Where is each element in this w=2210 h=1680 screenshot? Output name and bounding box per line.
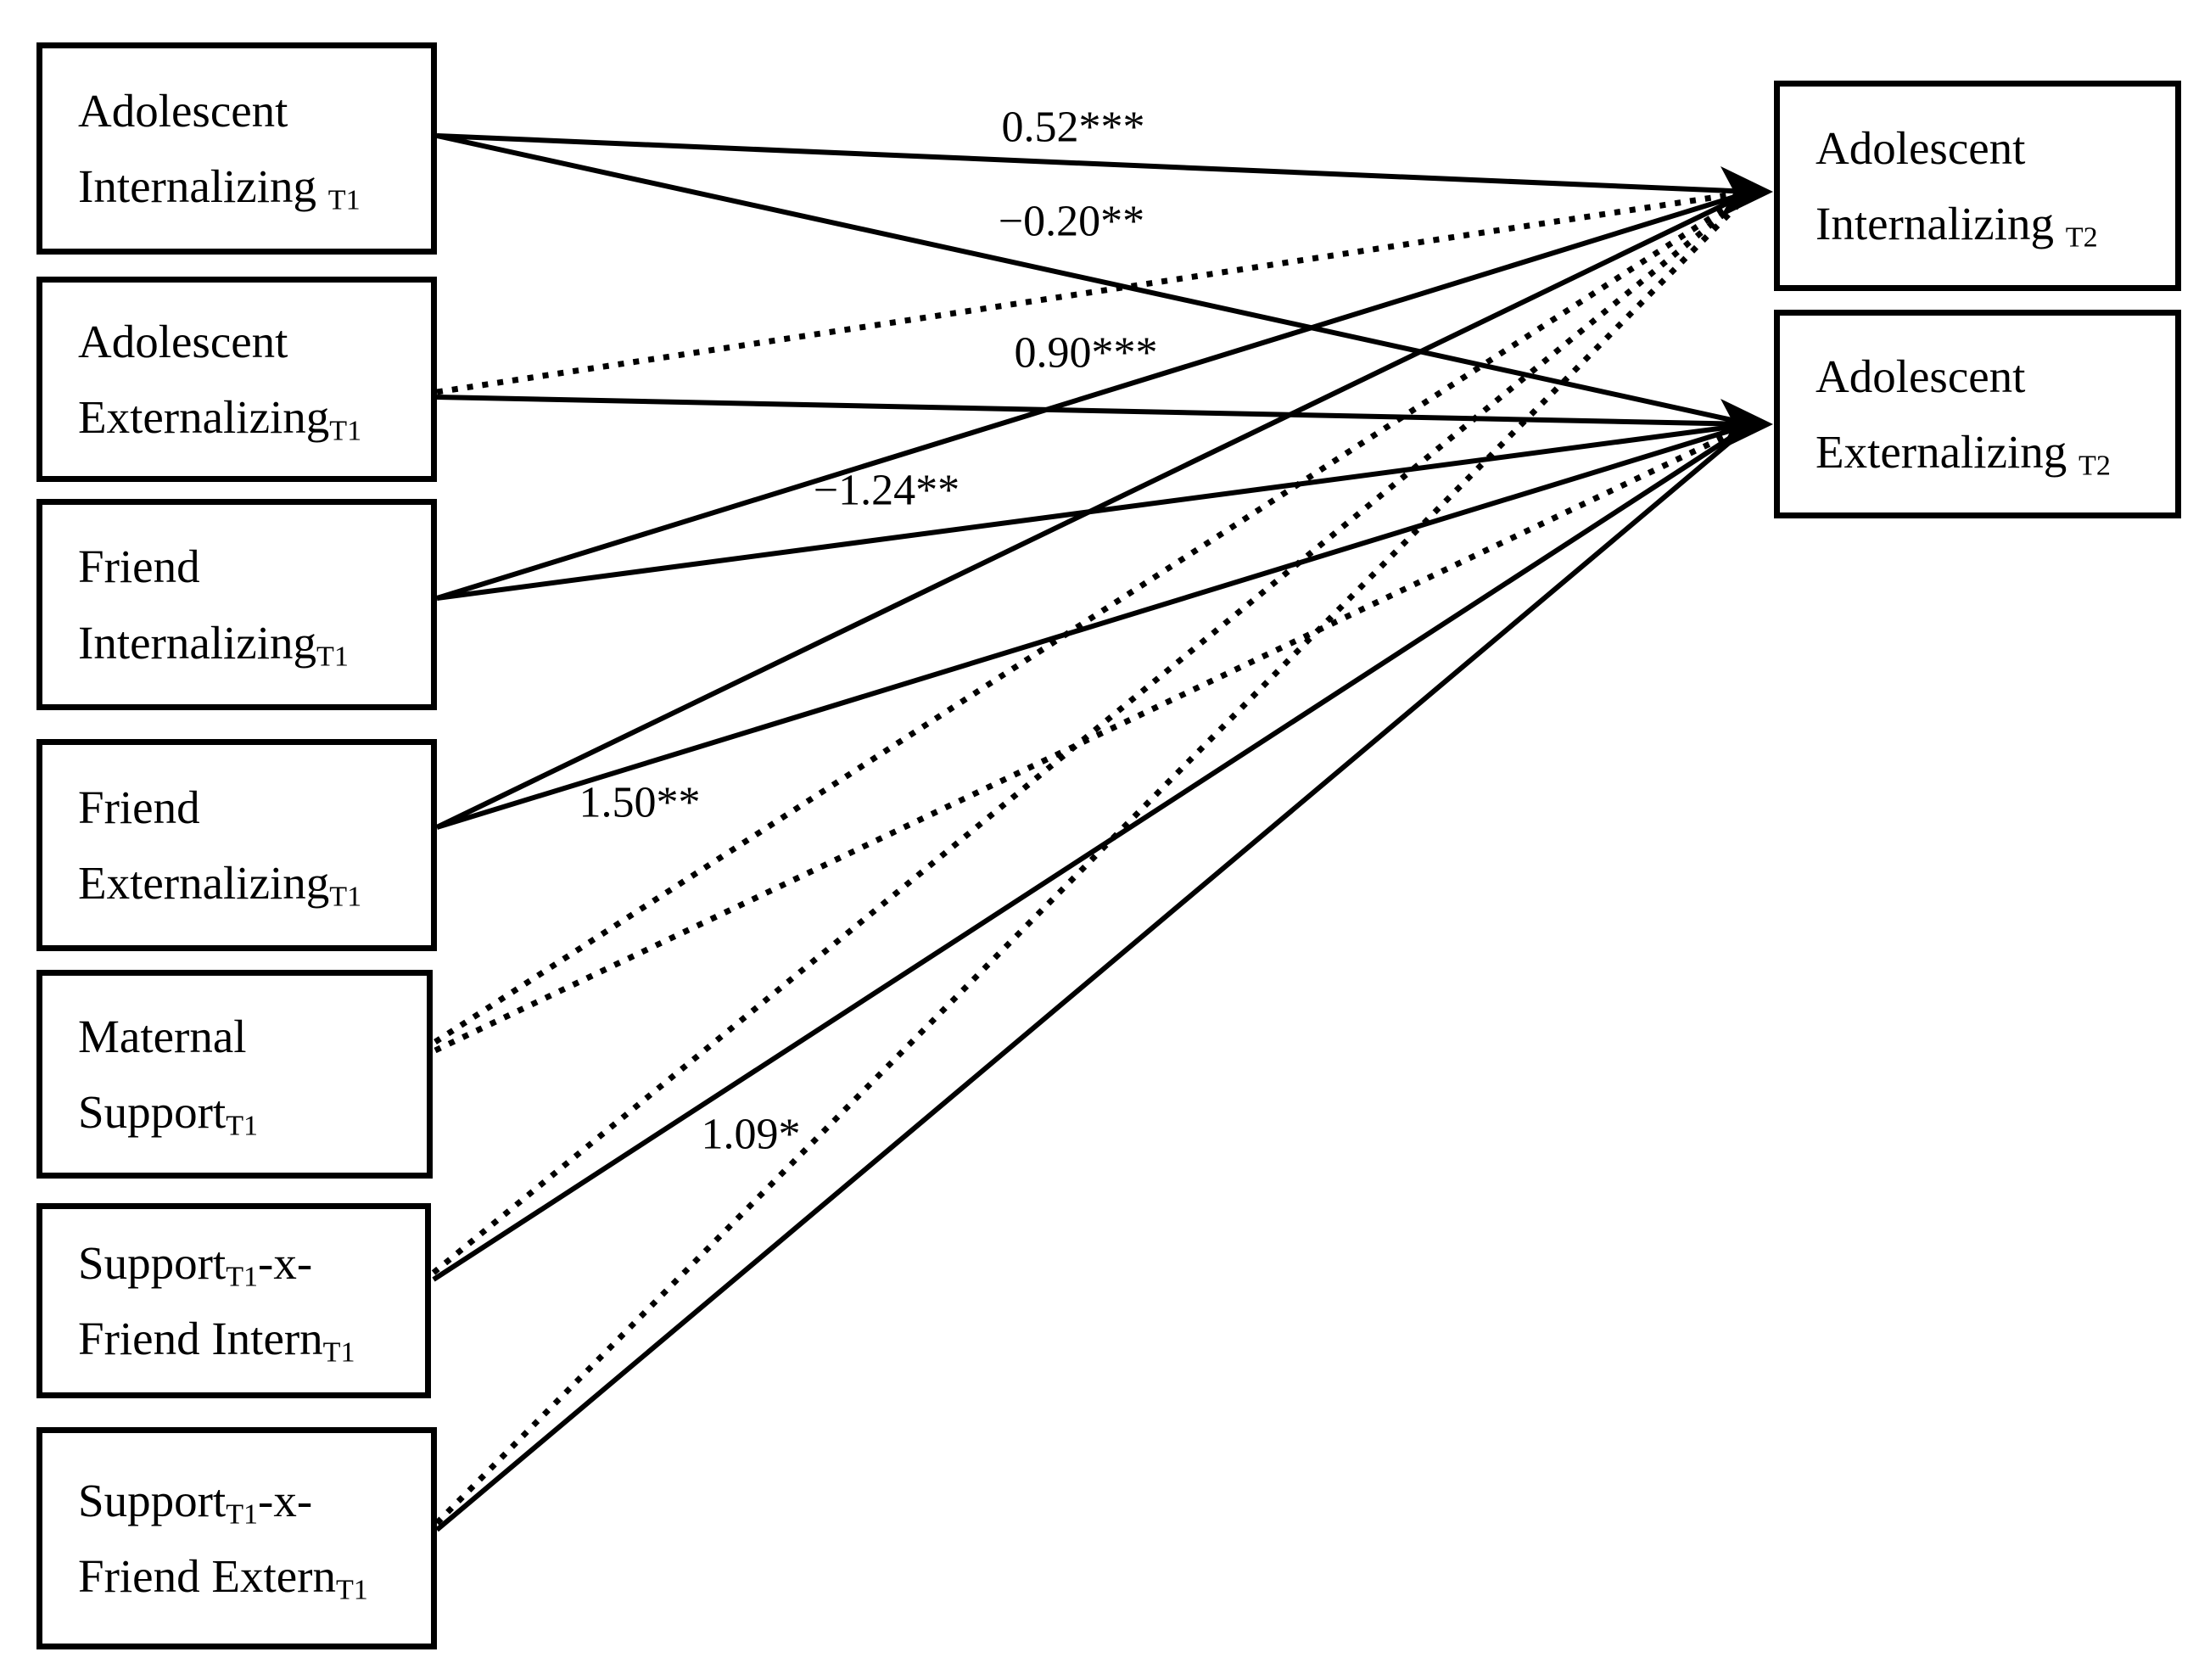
arrowhead-into-adolescent-internalizing-t2 xyxy=(1720,166,1773,217)
path-support-x-friend-extern-t1-to-adolescent-internalizing-t2 xyxy=(434,189,1754,1526)
box-label: Adolescent Internalizing T2 xyxy=(1780,110,2098,261)
coefficient-label-support-x-friend-intern-t1-to-adolescent-externalizing-t2: 1.09* xyxy=(701,1110,801,1159)
subscript: T2 xyxy=(2065,221,2098,254)
box-label-line2: Internalizing xyxy=(78,616,316,669)
box-label: Adolescent Externalizing T2 xyxy=(1780,339,2111,490)
subscript: T1 xyxy=(316,641,349,673)
box-label-line2: Support xyxy=(78,1086,227,1138)
box-label-line1: Adolescent xyxy=(78,315,288,367)
path-maternal-support-t1-to-adolescent-externalizing-t2 xyxy=(434,421,1753,1054)
subscript: T1 xyxy=(226,1498,259,1531)
box-label: Friend InternalizingT1 xyxy=(42,529,349,680)
coefficient-label-adolescent-externalizing-t1-to-adolescent-externalizing-t2: 0.90*** xyxy=(1014,328,1158,378)
path-maternal-support-t1-to-adolescent-internalizing-t2 xyxy=(434,189,1753,1044)
path-support-x-friend-intern-t1-to-adolescent-externalizing-t2 xyxy=(432,422,1753,1282)
box-label-line2: Internalizing xyxy=(78,160,328,212)
box-label-line2: Externalizing xyxy=(78,857,330,909)
box-label-line1: Friend xyxy=(78,781,200,833)
box-label-line1: Maternal xyxy=(78,1010,247,1062)
coefficient-label-friend-externalizing-t1-to-adolescent-externalizing-t2: 1.50** xyxy=(579,778,701,827)
subscript: T1 xyxy=(329,415,362,447)
box-label-line1: Adolescent xyxy=(1816,121,2026,174)
box-label: Adolescent ExternalizingT1 xyxy=(42,304,361,455)
box-label-line1: Adolescent xyxy=(1816,350,2026,402)
subscript: T1 xyxy=(327,184,361,216)
box-adolescent-externalizing-t1: Adolescent ExternalizingT1 xyxy=(36,277,437,482)
box-maternal-support-t1: Maternal SupportT1 xyxy=(36,970,433,1179)
box-friend-internalizing-t1: Friend InternalizingT1 xyxy=(36,499,437,710)
box-label-line1: Support xyxy=(78,1236,227,1289)
subscript: T1 xyxy=(226,1261,259,1293)
path-adolescent-internalizing-t1-to-adolescent-externalizing-t2 xyxy=(436,133,1752,427)
subscript: T2 xyxy=(2079,450,2111,482)
path-friend-externalizing-t1-to-adolescent-externalizing-t2 xyxy=(436,422,1752,830)
box-adolescent-externalizing-t2: Adolescent Externalizing T2 xyxy=(1774,310,2181,518)
path-adolescent-externalizing-t1-to-adolescent-externalizing-t2 xyxy=(436,395,1752,427)
subscript: T1 xyxy=(329,881,362,913)
subscript: T1 xyxy=(335,1574,368,1606)
box-label: Adolescent Internalizing T1 xyxy=(42,73,361,224)
path-friend-externalizing-t1-to-adolescent-internalizing-t2 xyxy=(435,189,1753,830)
box-support-x-friend-extern-t1: SupportT1-x- Friend ExternT1 xyxy=(36,1427,437,1649)
box-label-line1: Adolescent xyxy=(78,84,288,137)
box-label: SupportT1-x- Friend ExternT1 xyxy=(78,1474,368,1606)
box-adolescent-internalizing-t2: Adolescent Internalizing T2 xyxy=(1774,81,2181,291)
box-label: Maternal SupportT1 xyxy=(42,999,258,1150)
path-adolescent-internalizing-t1-to-adolescent-internalizing-t2 xyxy=(436,133,1752,194)
path-support-x-friend-extern-t1-to-adolescent-externalizing-t2 xyxy=(435,422,1753,1532)
path-friend-internalizing-t1-to-adolescent-internalizing-t2 xyxy=(436,189,1752,601)
box-label-line2: Externalizing xyxy=(78,391,330,443)
box-label: SupportT1-x- Friend InternT1 xyxy=(78,1236,355,1369)
coefficient-label-adolescent-internalizing-t1-to-adolescent-internalizing-t2: 0.52*** xyxy=(1001,103,1145,152)
coefficient-label-friend-internalizing-t1-to-adolescent-externalizing-t2: −1.24** xyxy=(813,466,960,515)
box-support-x-friend-intern-t1: SupportT1-x- Friend InternT1 xyxy=(36,1203,431,1398)
box-label-line1: Friend xyxy=(78,540,200,593)
subscript: T1 xyxy=(322,1336,355,1369)
box-label-line2: Friend Extern xyxy=(78,1550,336,1602)
box-label: Friend ExternalizingT1 xyxy=(42,770,361,921)
box-label-line1: Support xyxy=(78,1474,227,1526)
box-label-line2: Internalizing xyxy=(1816,198,2066,249)
box-friend-externalizing-t1: Friend ExternalizingT1 xyxy=(36,739,437,951)
box-label-line2: Externalizing xyxy=(1816,426,2079,478)
subscript: T1 xyxy=(226,1110,259,1142)
box-adolescent-internalizing-t1: Adolescent Internalizing T1 xyxy=(36,42,437,255)
arrowhead-into-adolescent-externalizing-t2 xyxy=(1720,399,1773,450)
box-label-line2: Friend Intern xyxy=(78,1313,323,1364)
coefficient-label-adolescent-internalizing-t1-to-adolescent-externalizing-t2: −0.20** xyxy=(998,197,1145,246)
